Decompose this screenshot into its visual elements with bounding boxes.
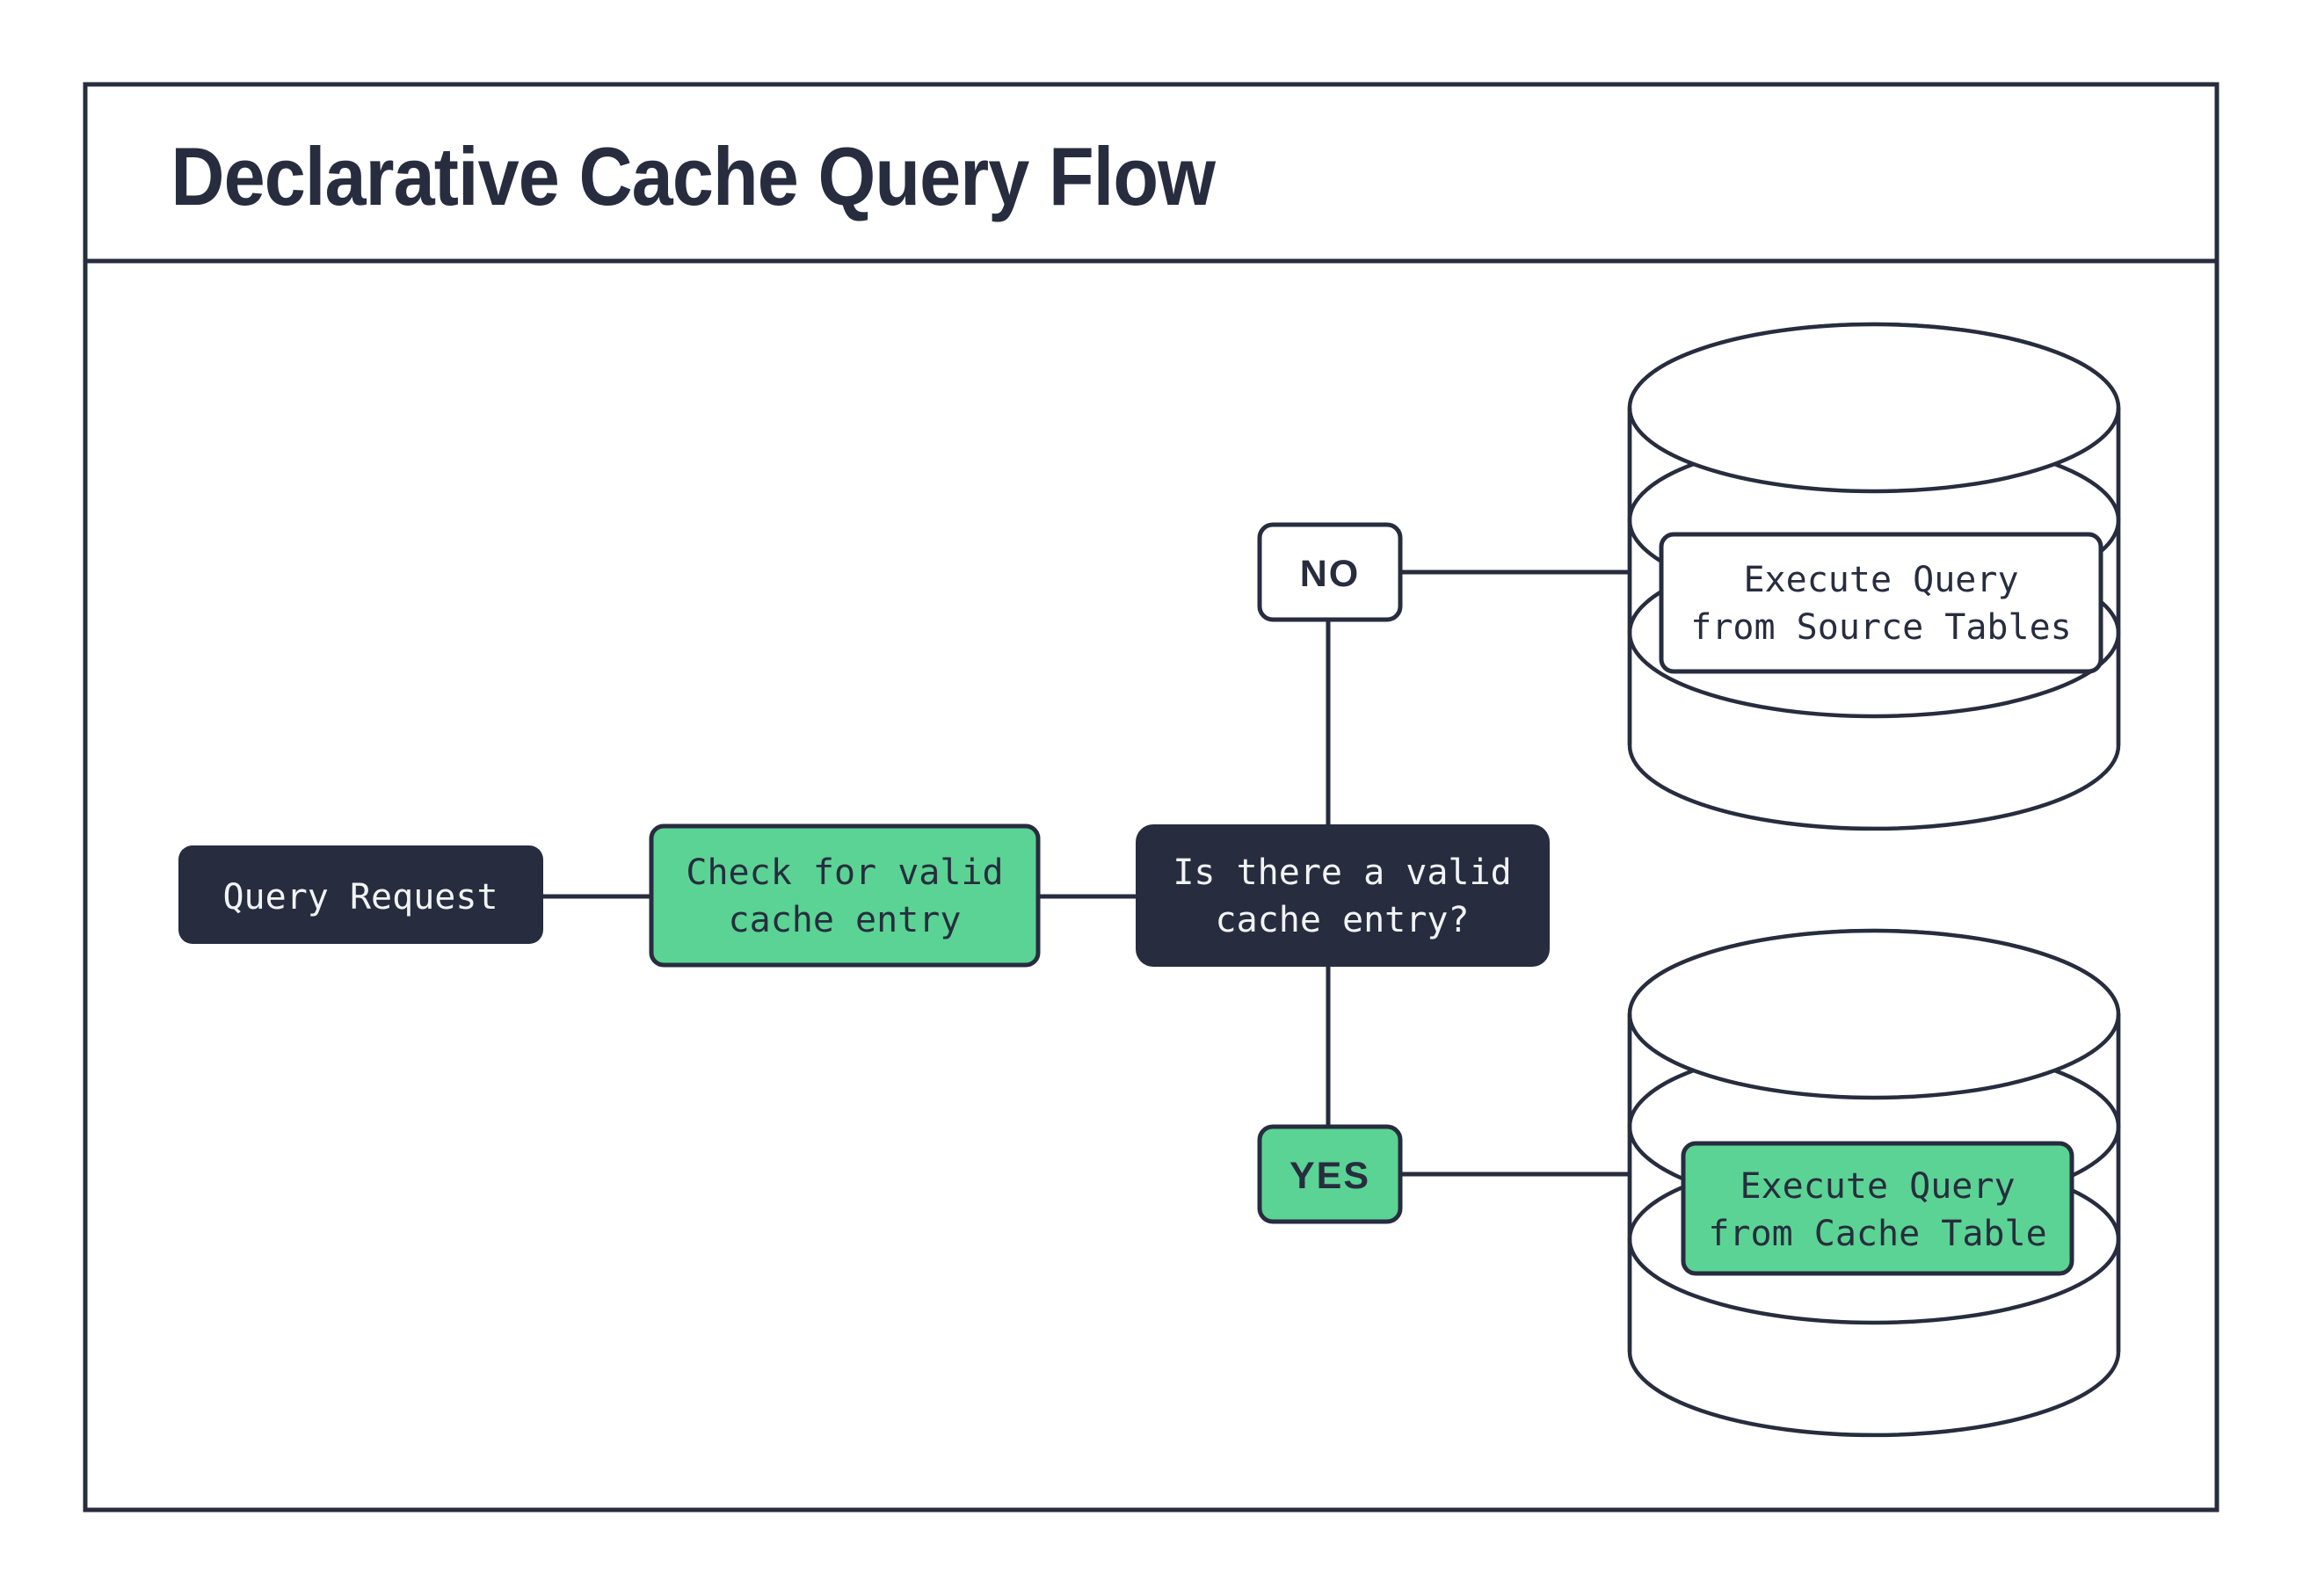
decision-label-line2: cache entry?	[1216, 900, 1470, 940]
cache-db-disk-top	[1627, 928, 2121, 1100]
query-request-label: Query Request	[222, 877, 498, 918]
cache-db-label-line1: Execute Query	[1740, 1166, 2015, 1207]
cache-database-icon: Execute Query from Cache Table	[1627, 928, 2121, 1438]
decision-box	[1136, 824, 1550, 967]
decision-label-line1: Is there a valid	[1173, 852, 1511, 893]
branch-yes-label: YES	[1290, 1155, 1370, 1197]
source-database-icon: Execute Query from Source Tables	[1627, 322, 2121, 831]
source-db-label-line2: from Source Tables	[1690, 607, 2071, 648]
branch-no-label: NO	[1300, 553, 1361, 595]
node-decision: Is there a valid cache entry?	[1136, 824, 1550, 967]
check-cache-label-line2: cache entry	[729, 900, 962, 940]
node-check-cache: Check for valid cache entry	[649, 823, 1041, 968]
diagram-title: Declarative Cache Query Flow	[171, 130, 1216, 222]
source-db-label-box	[1659, 532, 2103, 674]
diagram-border	[83, 82, 2219, 1513]
cache-db-label-box	[1681, 1141, 2074, 1276]
node-branch-yes: YES	[1257, 1124, 1403, 1224]
cache-db-label-line2: from Cache Table	[1708, 1214, 2046, 1254]
node-query-request: Query Request	[178, 845, 543, 944]
source-db-label-line1: Execute Query	[1743, 560, 2018, 600]
branch-yes-box	[1257, 1124, 1403, 1224]
check-cache-label-line1: Check for valid	[686, 852, 1003, 893]
node-branch-no: NO	[1257, 522, 1403, 622]
check-cache-box	[649, 823, 1041, 968]
source-db-disk-top	[1627, 322, 2121, 494]
query-request-box	[178, 845, 543, 944]
branch-no-box	[1257, 522, 1403, 622]
